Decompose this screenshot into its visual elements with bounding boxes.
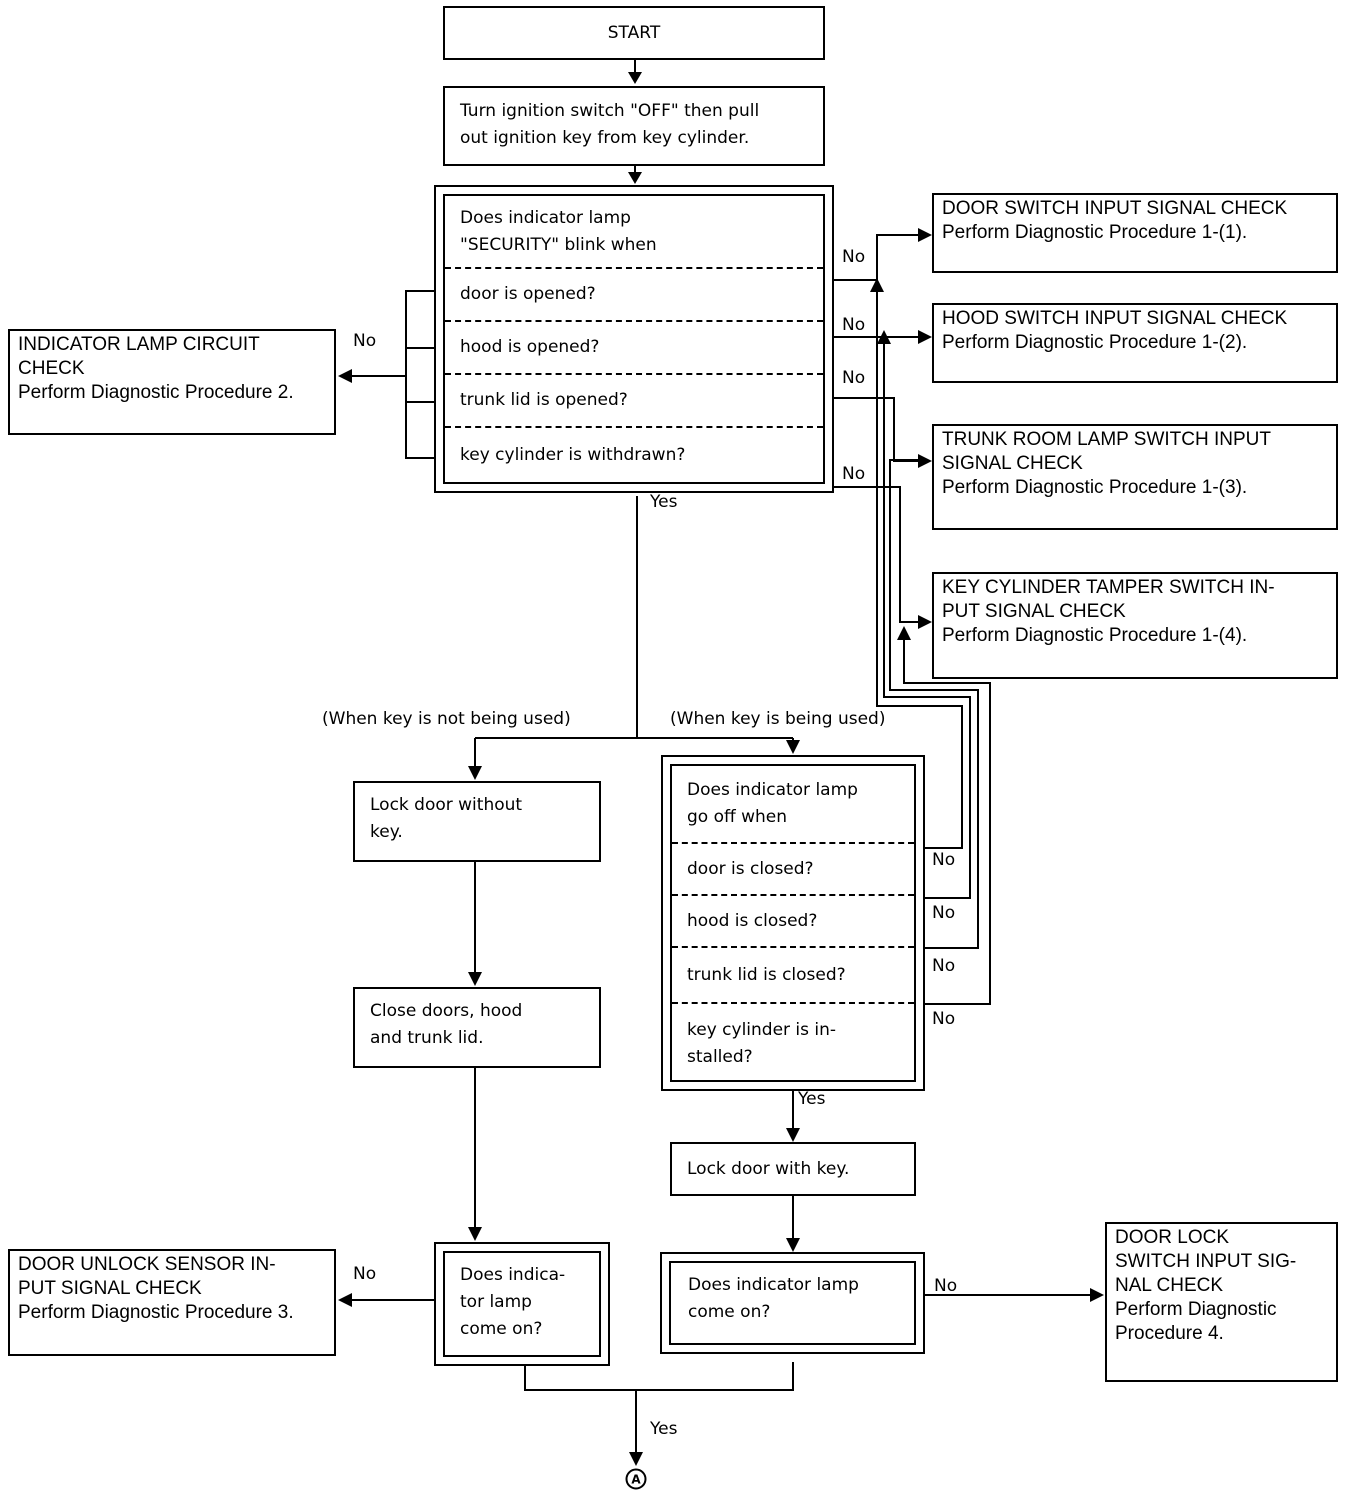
branch-label-no-key: (When key is not being used) — [322, 709, 571, 729]
blink-question-box: Does indicator lamp "SECURITY" blink whe… — [434, 185, 834, 493]
ignition-step-text: Turn ignition switch "OFF" then pull out… — [460, 101, 760, 148]
ignition-step-box: Turn ignition switch "OFF" then pull out… — [443, 86, 825, 166]
go-off-question-header: Does indicator lamp go off when — [687, 780, 858, 827]
no-label-trunk: No — [842, 368, 866, 388]
blink-row-key: key cylinder is withdrawn? — [460, 444, 686, 465]
door-lock-switch-check-box: DOOR LOCK SWITCH INPUT SIG- NAL CHECK Pe… — [1105, 1222, 1338, 1382]
yes-label-final: Yes — [650, 1419, 678, 1439]
start-label: START — [607, 22, 661, 43]
no-label-door: No — [842, 247, 866, 267]
no-label-door-closed: No — [932, 850, 956, 870]
no-label-hood-closed: No — [932, 903, 956, 923]
no-label-hood: No — [842, 315, 866, 335]
hood-switch-check-box: HOOD SWITCH INPUT SIGNAL CHECK Perform D… — [932, 303, 1338, 383]
blink-row-door: door is opened? — [460, 284, 596, 304]
branch-label-with-key: (When key is being used) — [670, 709, 886, 729]
go-off-row-hood: hood is closed? — [687, 910, 818, 931]
lock-no-key-box: Lock door without key. — [353, 781, 601, 862]
no-label-key: No — [842, 464, 866, 484]
come-on-right-text: Does indicator lamp come on? — [688, 1275, 859, 1322]
blink-row-hood: hood is opened? — [460, 337, 600, 357]
indicator-lamp-check-box: INDICATOR LAMP CIRCUIT CHECK Perform Dia… — [8, 329, 336, 435]
go-off-row-key: key cylinder is in- stalled? — [687, 1020, 837, 1067]
come-on-left-text: Does indica- tor lamp come on? — [460, 1265, 566, 1339]
no-label-key-installed: No — [932, 1009, 956, 1029]
door-switch-check-box: DOOR SWITCH INPUT SIGNAL CHECK Perform D… — [932, 193, 1338, 273]
no-label-indicator: No — [353, 331, 377, 351]
no-label-come-on-left: No — [353, 1264, 377, 1284]
yes-label-blink: Yes — [650, 492, 678, 512]
connector-a-label: A — [631, 1473, 641, 1487]
no-label-come-on-right: No — [934, 1276, 958, 1296]
come-on-question-left: Does indica- tor lamp come on? — [434, 1242, 610, 1366]
close-all-text: Close doors, hood and trunk lid. — [370, 1001, 523, 1048]
trunk-switch-check-box: TRUNK ROOM LAMP SWITCH INPUT SIGNAL CHEC… — [932, 424, 1338, 530]
lock-with-key-text: Lock door with key. — [687, 1158, 850, 1179]
lock-with-key-box: Lock door with key. — [670, 1142, 916, 1196]
lock-no-key-text: Lock door without key. — [370, 795, 523, 842]
come-on-question-right: Does indicator lamp come on? — [660, 1252, 925, 1354]
start-box: START — [443, 6, 825, 60]
no-label-trunk-closed: No — [932, 956, 956, 976]
unlock-sensor-check-box: DOOR UNLOCK SENSOR IN- PUT SIGNAL CHECK … — [8, 1249, 336, 1356]
blink-row-trunk: trunk lid is opened? — [460, 390, 628, 410]
go-off-row-door: door is closed? — [687, 858, 814, 879]
go-off-question-box: Does indicator lamp go off when door is … — [661, 755, 925, 1091]
blink-question-header: Does indicator lamp "SECURITY" blink whe… — [460, 207, 657, 255]
close-all-box: Close doors, hood and trunk lid. — [353, 987, 601, 1068]
go-off-row-trunk: trunk lid is closed? — [687, 964, 846, 985]
yes-label-go-off: Yes — [798, 1089, 826, 1109]
connector-a-icon: A — [625, 1468, 647, 1490]
key-cylinder-check-box: KEY CYLINDER TAMPER SWITCH IN- PUT SIGNA… — [932, 572, 1338, 679]
